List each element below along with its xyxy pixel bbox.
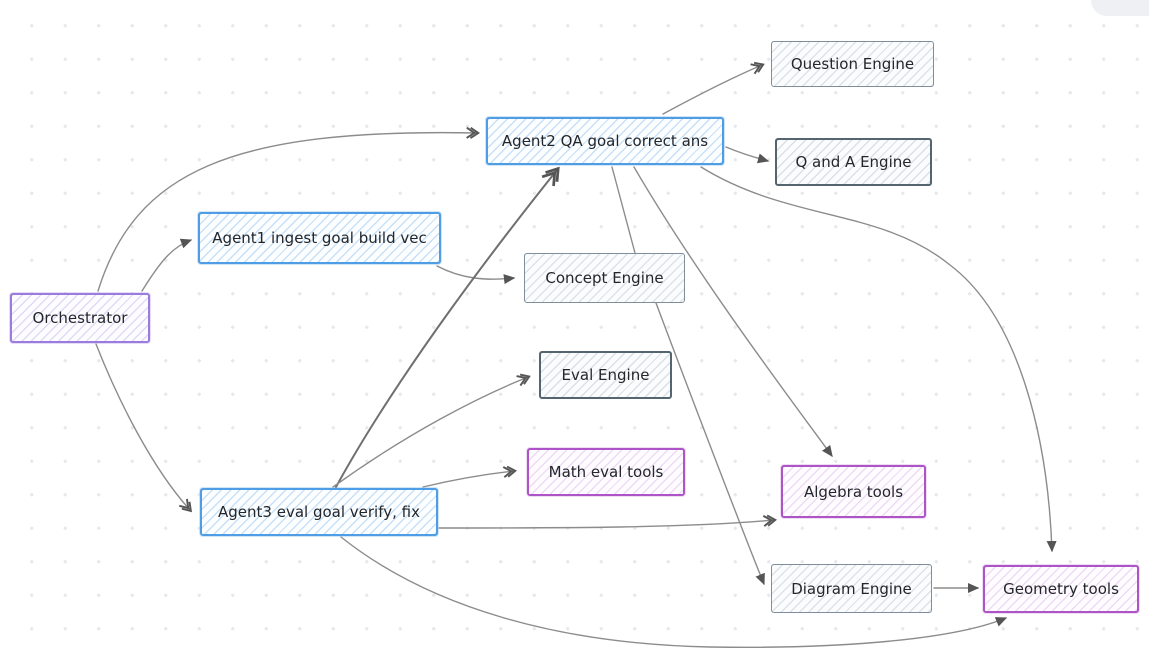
node-concept-engine[interactable]: Concept Engine xyxy=(524,253,685,303)
node-algebra-tools-label: Algebra tools xyxy=(803,482,904,501)
edge-orchestrator-agent1[interactable] xyxy=(141,238,193,292)
edge-agent2-question-engine[interactable] xyxy=(662,61,765,115)
node-question-engine[interactable]: Question Engine xyxy=(771,41,934,87)
edge-orchestrator-agent3[interactable] xyxy=(95,343,193,513)
node-qa-engine[interactable]: Q and A Engine xyxy=(775,138,932,186)
corner-panel-decoration xyxy=(1091,0,1149,16)
edge-agent2-geometry-tools[interactable] xyxy=(700,166,1057,553)
node-eval-engine-label: Eval Engine xyxy=(561,366,650,384)
node-concept-engine-label: Concept Engine xyxy=(545,269,664,287)
node-agent2[interactable]: Agent2 QA goal correct ans xyxy=(486,117,724,165)
edge-agent3-geometry-tools[interactable] xyxy=(340,536,1008,648)
node-eval-engine[interactable]: Eval Engine xyxy=(539,351,672,399)
edge-agent3-algebra-tools[interactable] xyxy=(438,514,778,529)
edge-agent2-diagram-engine-seg3[interactable] xyxy=(655,302,765,586)
node-agent1[interactable]: Agent1 ingest goal build vec xyxy=(198,212,441,264)
node-diagram-engine-label: Diagram Engine xyxy=(791,579,912,598)
node-diagram-engine[interactable]: Diagram Engine xyxy=(771,564,932,613)
edge-agent2-algebra-tools[interactable] xyxy=(633,166,833,458)
node-math-eval-tools[interactable]: Math eval tools xyxy=(527,448,685,496)
node-geometry-tools[interactable]: Geometry tools xyxy=(983,565,1139,613)
node-agent3-label: Agent3 eval goal verify, fix xyxy=(218,503,420,521)
node-agent1-label: Agent1 ingest goal build vec xyxy=(212,229,427,247)
node-agent3[interactable]: Agent3 eval goal verify, fix xyxy=(200,488,438,536)
node-algebra-tools[interactable]: Algebra tools xyxy=(781,465,926,518)
node-qa-engine-label: Q and A Engine xyxy=(795,153,912,171)
node-math-eval-tools-label: Math eval tools xyxy=(548,463,664,481)
node-question-engine-label: Question Engine xyxy=(790,55,915,73)
edge-agent2-qa-engine[interactable] xyxy=(725,146,770,164)
edge-agent3-math-eval-tools[interactable] xyxy=(422,465,518,488)
edge-agent1-concept-engine[interactable] xyxy=(436,265,516,285)
edge-agent3-eval-engine[interactable] xyxy=(332,373,531,488)
node-geometry-tools-label: Geometry tools xyxy=(1003,580,1119,598)
edge-agent3-agent2[interactable] xyxy=(335,166,560,488)
node-agent2-label: Agent2 QA goal correct ans xyxy=(501,132,709,150)
node-orchestrator[interactable]: Orchestrator xyxy=(10,293,150,343)
edge-agent2-diagram-engine-seg1[interactable] xyxy=(611,166,636,254)
edge-orchestrator-agent2[interactable] xyxy=(97,126,481,292)
node-orchestrator-label: Orchestrator xyxy=(32,309,128,327)
